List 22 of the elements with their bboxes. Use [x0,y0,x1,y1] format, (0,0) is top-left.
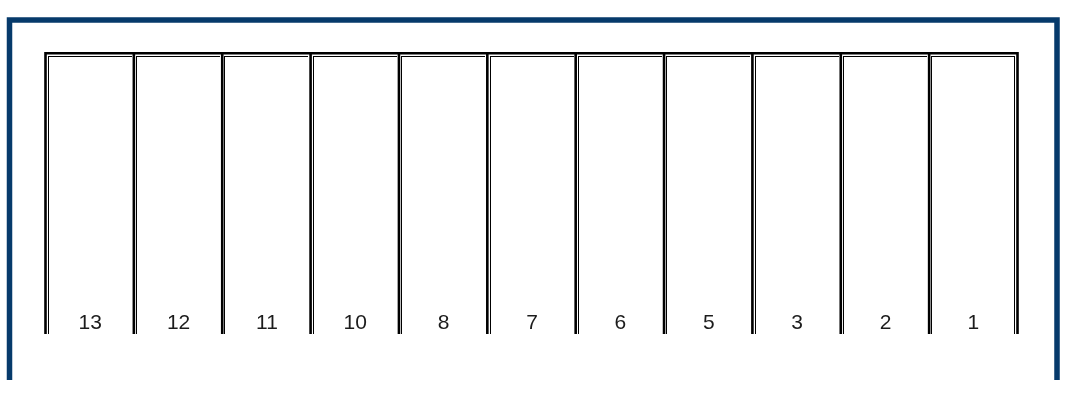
stall-number: 5 [702,311,715,332]
stall-number: 8 [437,311,450,332]
stall-number: 12 [166,311,191,332]
stall-number: 1 [967,311,980,332]
parking-stall [489,56,574,334]
parking-stall [47,56,132,334]
parking-stall [666,56,751,334]
parking-stall [931,56,1016,334]
stall-number: 3 [791,311,803,332]
stall-number: 7 [526,311,538,332]
parking-stall [401,56,486,334]
parking-stall [842,56,927,334]
stall-number: 11 [256,311,278,332]
parking-stall [312,56,397,334]
parking-stall [224,56,309,334]
stall-number: 10 [343,311,367,332]
parking-stall [754,56,839,334]
parking-stall [577,56,662,334]
parking-stall [136,56,221,334]
stall-number: 2 [879,311,892,332]
stall-number: 6 [614,311,627,332]
stall-number: 13 [78,311,102,332]
